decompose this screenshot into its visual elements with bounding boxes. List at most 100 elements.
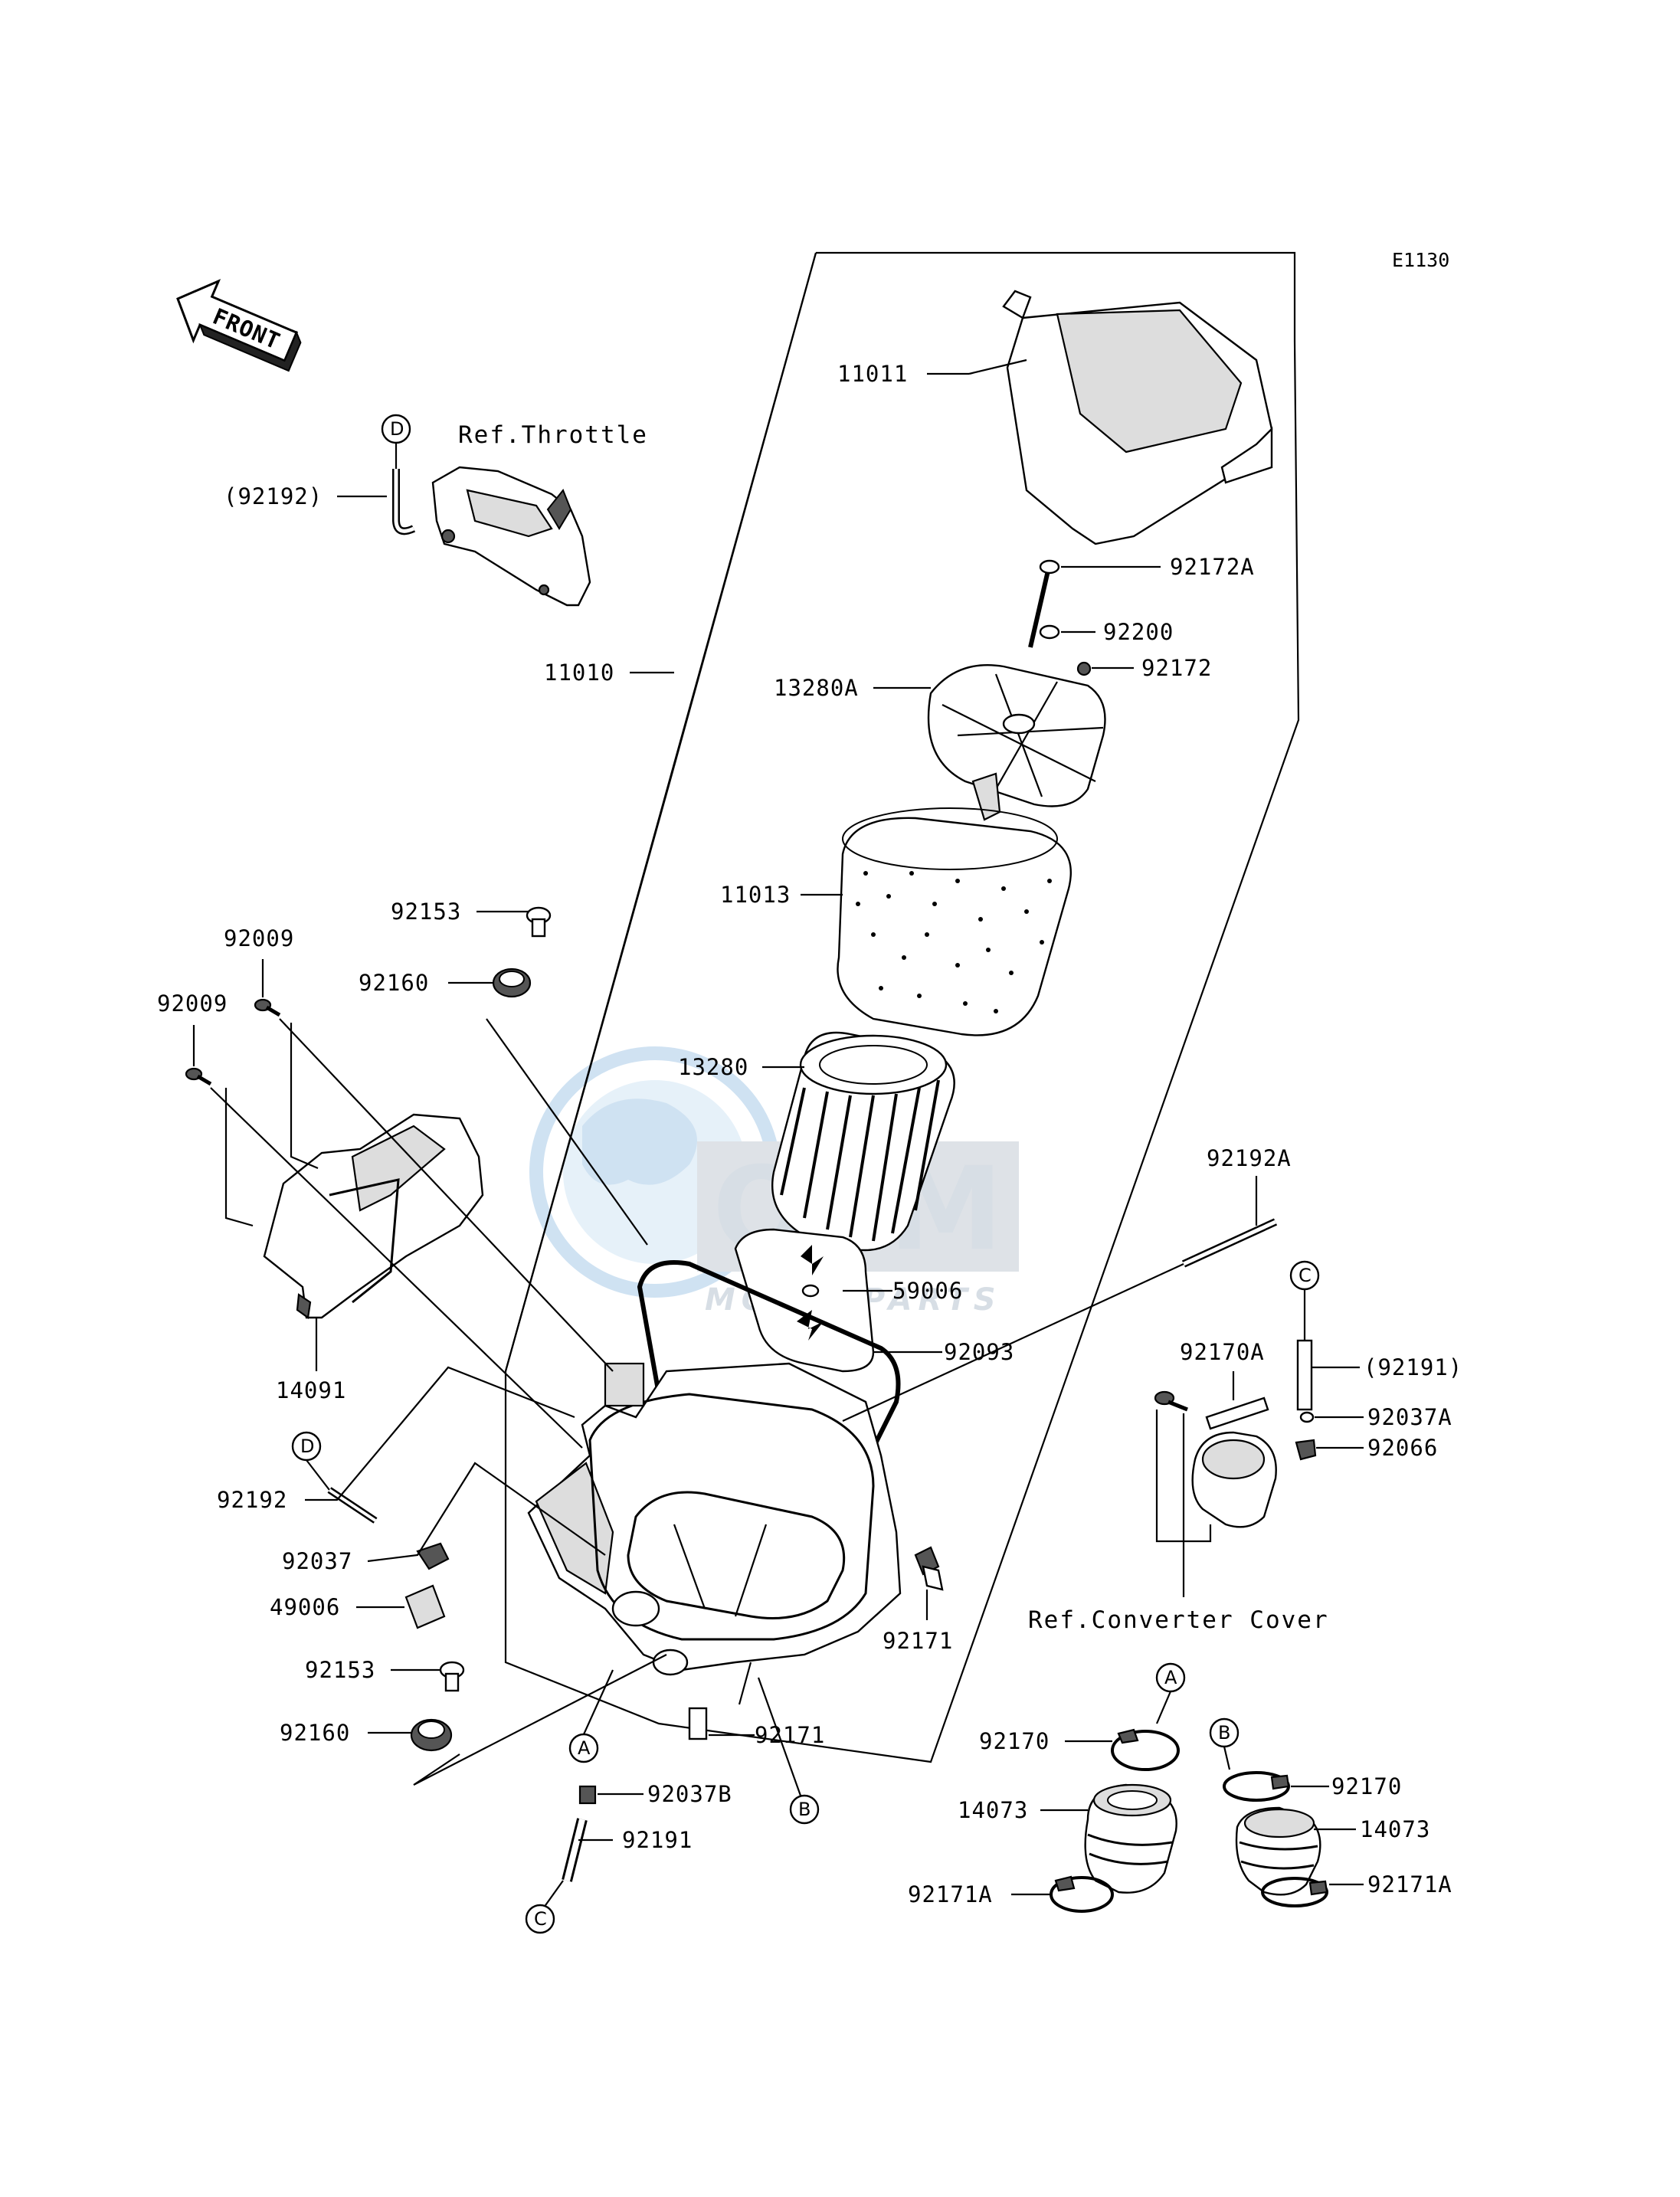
screw-92009-b [185, 1067, 212, 1086]
label-92066: 92066 [1367, 1435, 1438, 1461]
hose-92191-ref [1296, 1339, 1313, 1411]
label-92009-b: 92009 [157, 990, 228, 1017]
hose-92192-ref [392, 469, 416, 535]
cover-14091 [263, 1113, 484, 1319]
assembly-outline-mid [673, 252, 817, 767]
label-92171A-left: 92171A [908, 1881, 993, 1907]
grommet-92160-bottom [410, 1718, 453, 1752]
label-92170A: 92170A [1180, 1339, 1265, 1365]
clamp-92170-right [1223, 1771, 1290, 1802]
label-92093: 92093 [944, 1339, 1014, 1365]
clamp-92171A-right [1261, 1877, 1328, 1907]
clip-92037B [578, 1785, 597, 1805]
circle-ref-b-right: B [1209, 1717, 1240, 1748]
label-14073-left: 14073 [958, 1797, 1028, 1823]
label-92192: 92192 [217, 1487, 287, 1513]
foam-59006 [734, 1228, 875, 1373]
label-49006: 49006 [270, 1594, 340, 1620]
hose-92191 [562, 1818, 588, 1882]
rod-92192A [1181, 1218, 1278, 1268]
label-92171-right: 92171 [883, 1628, 953, 1654]
circle-ref-b-bottom: B [789, 1794, 820, 1825]
leader-92009-a-long [279, 1018, 614, 1372]
svg-text:A: A [578, 1737, 591, 1759]
leader-a-bottom [582, 1669, 614, 1735]
front-arrow-icon: FRONT [176, 279, 302, 372]
label-92191: 92191 [622, 1827, 693, 1853]
label-92037: 92037 [282, 1548, 352, 1574]
leader-92160-top-long [486, 1018, 648, 1246]
leader-11011b [968, 359, 1027, 375]
air-cleaner-top-cover [1002, 290, 1273, 545]
svg-text:D: D [300, 1436, 314, 1457]
valve-49006 [404, 1584, 446, 1629]
label-11013: 11013 [720, 882, 791, 908]
label-92171-bottom: 92171 [755, 1722, 825, 1748]
screw-92009-a [254, 998, 281, 1017]
label-14091: 14091 [276, 1377, 346, 1403]
bolt-92172A [1028, 559, 1060, 648]
leader-92009-a-path [290, 1023, 319, 1170]
plug-92066 [1295, 1439, 1317, 1461]
air-cleaner-housing-11010 [527, 1362, 902, 1676]
clamp-92170-left [1111, 1728, 1180, 1771]
clip-92037 [416, 1542, 450, 1570]
ref-converter: Ref.Converter Cover [1028, 1606, 1329, 1634]
leader-92009-b-path [224, 1088, 254, 1227]
label-13280: 13280 [678, 1054, 748, 1080]
leader-b-bottom [757, 1677, 802, 1796]
clamp-92171A-left [1050, 1875, 1114, 1913]
label-59006: 59006 [892, 1278, 963, 1304]
label-92160-top: 92160 [359, 970, 429, 996]
leader-d-bottom [306, 1459, 330, 1491]
label-92153-top: 92153 [391, 899, 461, 925]
label-92172: 92172 [1141, 655, 1212, 681]
ref-throttle: Ref.Throttle [458, 421, 648, 449]
label-13280A: 13280A [774, 675, 859, 701]
label-92171A-right: 92171A [1367, 1871, 1452, 1897]
clip-92171-bottom [688, 1707, 708, 1740]
leader-a-right [1155, 1691, 1172, 1724]
clip-92171-right [914, 1546, 944, 1591]
bolt-92153-top [526, 906, 552, 938]
svg-text:B: B [798, 1799, 811, 1820]
leader-92160-bottom-long [413, 1654, 667, 1786]
label-92172A: 92172A [1170, 554, 1255, 580]
filter-frame-13280 [771, 1031, 955, 1252]
circle-ref-d-bottom: D [291, 1431, 322, 1462]
label-92037B: 92037B [647, 1781, 732, 1807]
diagram-code: E1130 [1392, 249, 1449, 271]
label-92192A: 92192A [1207, 1145, 1292, 1171]
label-92009-a: 92009 [224, 925, 294, 951]
filter-element-11013 [837, 807, 1073, 1036]
boot-14073-left [1084, 1783, 1177, 1894]
boot-14073-right [1235, 1806, 1321, 1896]
circle-ref-c-bottom: C [525, 1904, 555, 1934]
label-92170-right: 92170 [1331, 1773, 1402, 1799]
svg-text:D: D [390, 418, 404, 440]
assembly-outline-left [504, 765, 676, 1372]
label-11010: 11010 [544, 660, 614, 686]
label-92192-ref: (92192) [224, 483, 323, 509]
svg-text:C: C [534, 1908, 547, 1930]
svg-text:A: A [1164, 1667, 1177, 1688]
svg-text:C: C [1298, 1265, 1312, 1286]
label-11011: 11011 [837, 361, 908, 387]
leader-92192 [305, 1366, 575, 1501]
circle-ref-a-bottom: A [568, 1733, 599, 1763]
leader-92171-bottom-up [738, 1662, 752, 1705]
leader-92009-b-long [210, 1087, 583, 1449]
label-92037A: 92037A [1367, 1404, 1452, 1430]
label-14073-right: 14073 [1360, 1816, 1430, 1842]
throttle-cover [431, 466, 591, 607]
circle-ref-c-top: C [1289, 1260, 1320, 1291]
label-92160-bottom: 92160 [280, 1720, 350, 1746]
label-92200: 92200 [1103, 619, 1174, 645]
circle-ref-d-top: D [381, 414, 411, 444]
washer-92200 [1039, 624, 1060, 640]
label-92191-ref: (92191) [1364, 1354, 1462, 1380]
grommet-92160-top [492, 968, 532, 998]
screw-92172 [1076, 661, 1092, 676]
label-92153-bottom: 92153 [305, 1657, 375, 1683]
